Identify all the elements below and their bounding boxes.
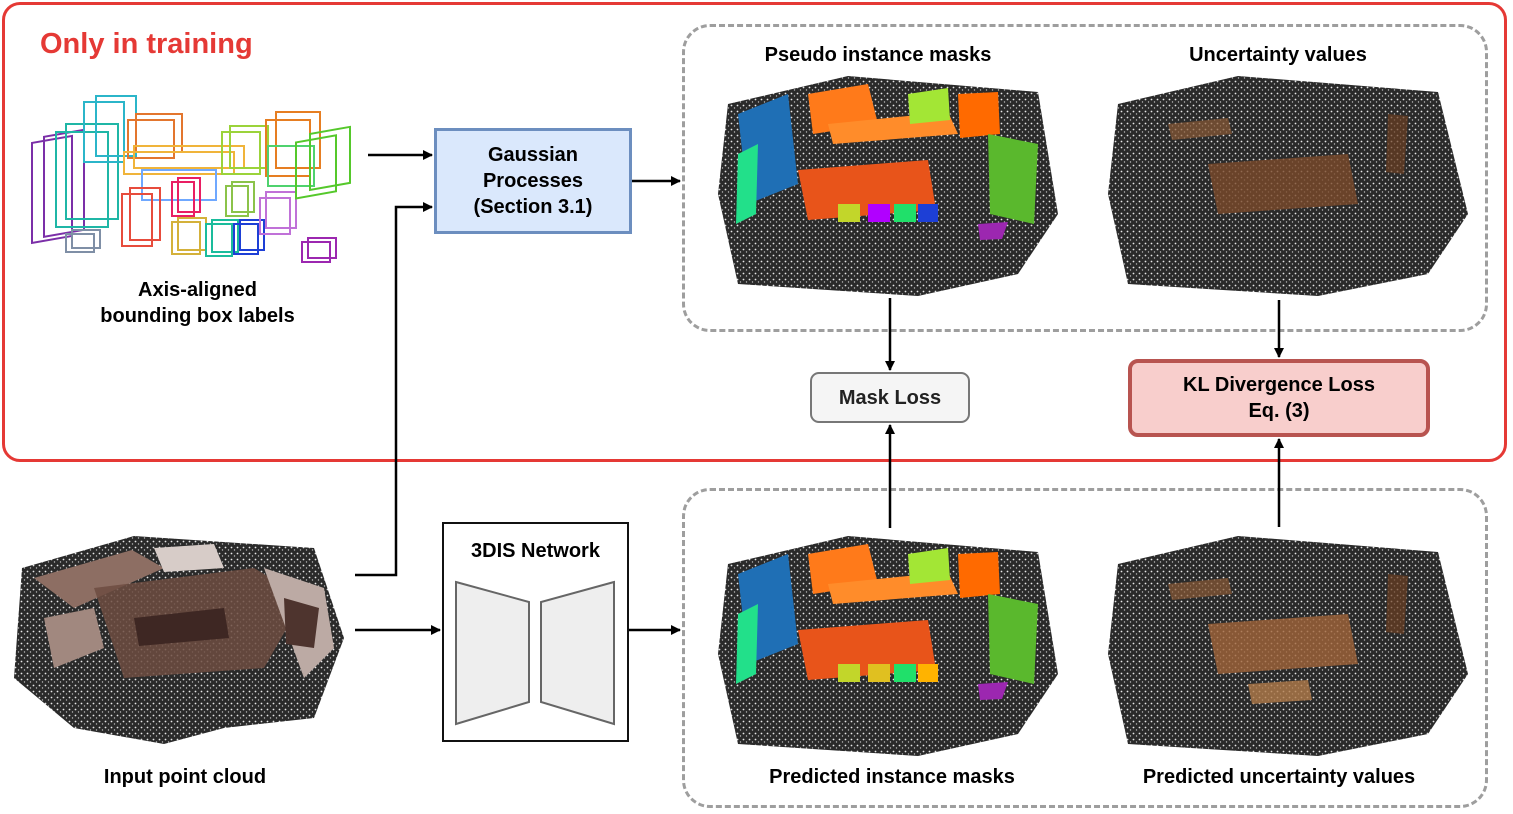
3dis-network-label: 3DIS Network <box>471 540 600 562</box>
bounding-boxes-illustration <box>31 95 351 263</box>
predicted-instance-masks-image <box>718 536 1058 756</box>
pred-uncertainty-caption: Predicted uncertainty values <box>1142 766 1416 788</box>
input-cloud-caption: Input point cloud <box>103 766 267 788</box>
mask-loss-label: Mask Loss <box>838 386 942 409</box>
pseudo-masks-caption: Pseudo instance masks <box>764 44 992 66</box>
kl-divergence-loss-label: KL Divergence Loss Eq. (3) <box>1183 374 1375 422</box>
pred-masks-caption: Predicted instance masks <box>769 766 1015 788</box>
3dis-network-node: 3DIS Network <box>442 522 629 742</box>
uncertainty-values-image <box>1108 76 1468 296</box>
training-region-label: Only in training <box>40 28 253 60</box>
pseudo-instance-masks-image <box>718 76 1058 296</box>
input-point-cloud-image <box>14 536 344 744</box>
encoder-decoder-icon <box>455 580 615 726</box>
bbox-labels-caption: Axis-aligned bounding box labels <box>100 279 295 327</box>
gaussian-processes-label: Gaussian Processes (Section 3.1) <box>473 144 593 218</box>
kl-divergence-loss-node: KL Divergence Loss Eq. (3) <box>1128 359 1430 437</box>
gaussian-processes-node: Gaussian Processes (Section 3.1) <box>434 128 632 234</box>
training-region <box>2 2 1507 462</box>
predictions-group <box>682 488 1488 808</box>
uncertainty-caption: Uncertainty values <box>1189 44 1367 66</box>
predicted-uncertainty-values-image <box>1108 536 1468 756</box>
mask-loss-node: Mask Loss <box>810 372 970 423</box>
pseudo-labels-group <box>682 24 1488 332</box>
